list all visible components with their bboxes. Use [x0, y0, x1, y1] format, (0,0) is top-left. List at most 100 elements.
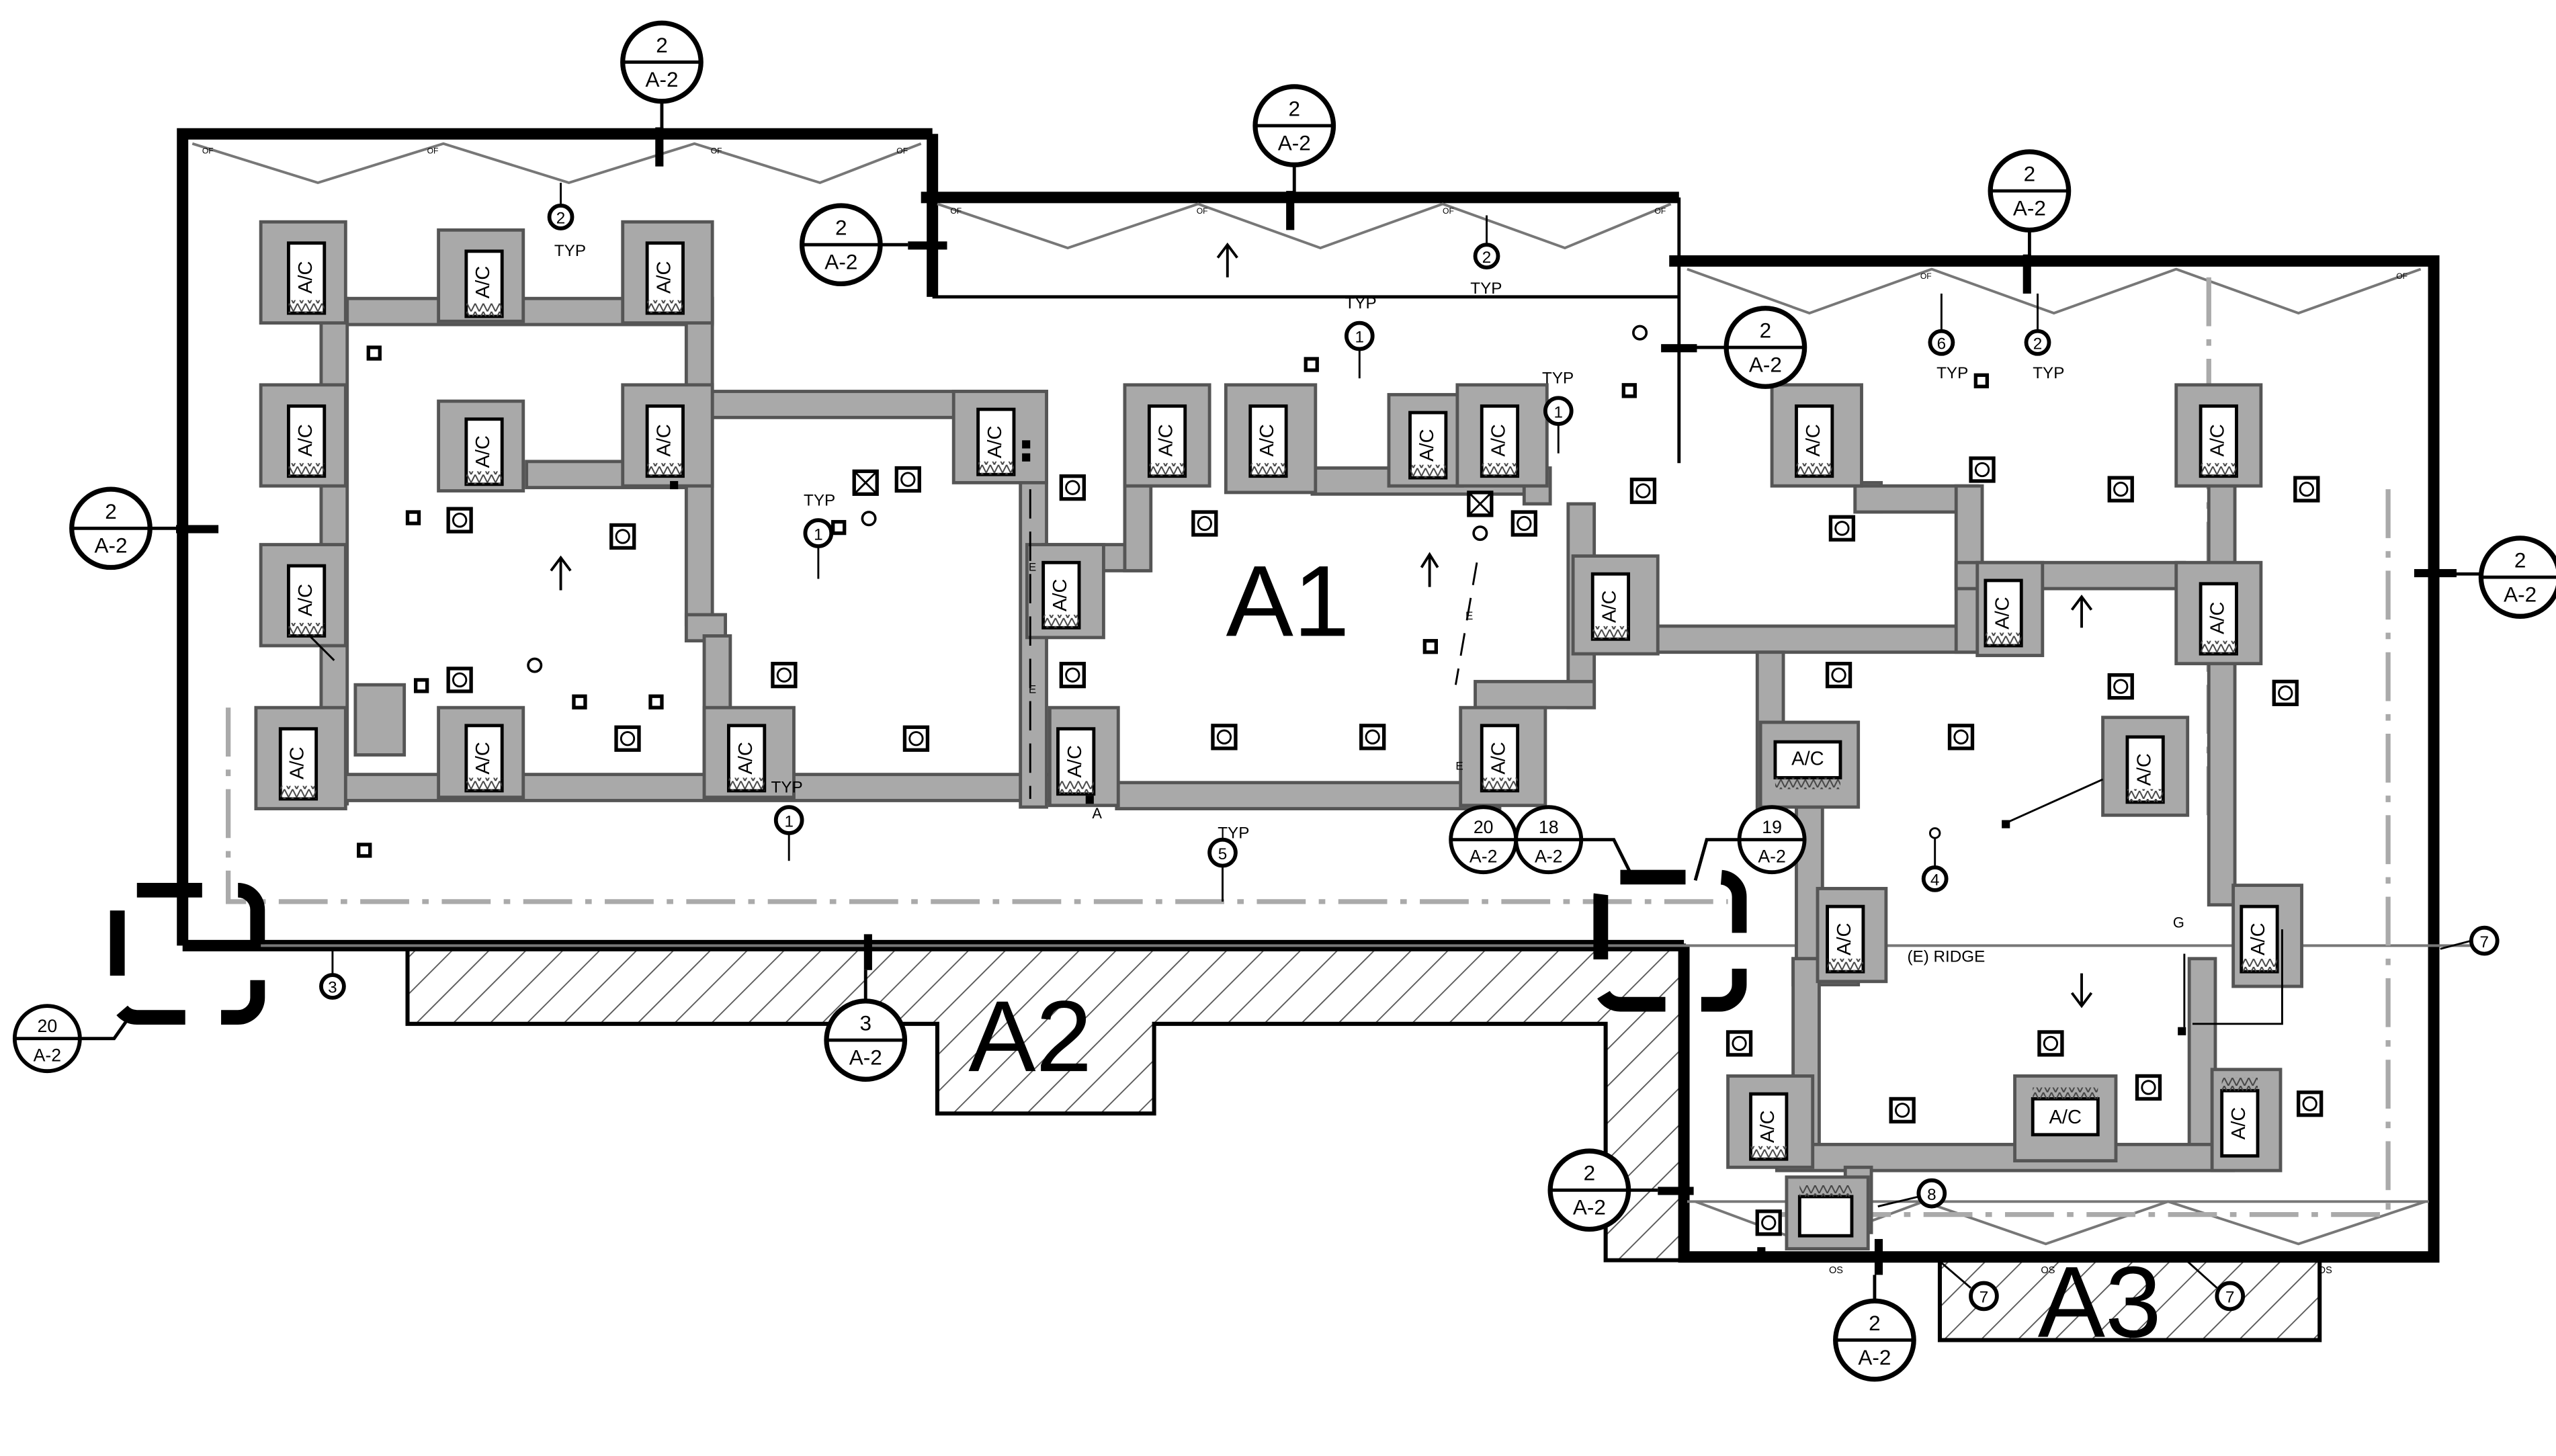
- ac-label: A/C: [2248, 923, 2269, 955]
- section-bubble-num: 2: [105, 499, 117, 523]
- ac-unit: A/C: [1455, 383, 1549, 488]
- vent: [614, 725, 641, 752]
- vent: [1510, 510, 1537, 537]
- svg-text:2: 2: [2033, 335, 2043, 353]
- keynote: 1: [803, 518, 834, 579]
- vent: [852, 469, 879, 497]
- section-bubble: 2 A-2: [69, 486, 177, 570]
- svg-text:A: A: [1092, 805, 1102, 822]
- svg-text:7: 7: [1979, 1289, 1989, 1307]
- detail-bubble-sheet: A-2: [1535, 847, 1563, 867]
- section-bubble-num: 2: [656, 33, 668, 57]
- svg-text:OF: OF: [1197, 206, 1208, 216]
- ac-unit: A/C: [621, 383, 714, 488]
- ac-label: A/C: [295, 584, 316, 617]
- detail-bubble-num: 20: [38, 1016, 58, 1036]
- ac-unit: A/C: [2174, 383, 2263, 488]
- ac-unit: A/C: [1123, 383, 1211, 488]
- ac-label: A/C: [654, 261, 675, 294]
- section-bubble-num: 2: [1869, 1311, 1881, 1335]
- vent: [1825, 662, 1852, 689]
- detail-bubble: 20 A-2: [12, 1004, 135, 1074]
- ac-unit: A/C: [2174, 560, 2263, 666]
- ac-label: A/C: [2207, 601, 2229, 634]
- vent: [2107, 673, 2134, 700]
- ac-label: A/C: [1488, 742, 1510, 775]
- section-bubble-sheet: A-2: [2504, 582, 2537, 606]
- svg-text:1: 1: [784, 812, 794, 830]
- svg-text:TYP: TYP: [2033, 364, 2064, 382]
- svg-text:TYP: TYP: [771, 778, 803, 796]
- ac-label: A/C: [1834, 923, 1855, 955]
- svg-text:7: 7: [2225, 1289, 2235, 1307]
- ac-unit: A/C: [2013, 1074, 2118, 1163]
- vent: [1969, 456, 1996, 483]
- ac-unit-small: [1785, 1175, 1870, 1251]
- keynote: 5: [1207, 837, 1238, 902]
- ac-label: A/C: [1803, 424, 1824, 457]
- ac-label: A/C: [1256, 424, 1278, 457]
- vent: [894, 466, 921, 493]
- ac-unit: A/C: [1224, 383, 1318, 495]
- ac-unit: A/C: [951, 390, 1048, 484]
- building-outline: [177, 128, 2478, 1263]
- detail-bubble-sheet: A-2: [34, 1045, 62, 1066]
- svg-text:TYP: TYP: [1218, 824, 1249, 842]
- svg-text:TYP: TYP: [1345, 294, 1376, 312]
- ac-label: A/C: [287, 746, 308, 779]
- ac-label: A/C: [984, 425, 1006, 458]
- section-bubble-sheet: A-2: [1858, 1345, 1891, 1369]
- svg-text:OF: OF: [1920, 271, 1932, 281]
- section-bubble-num: 2: [1760, 318, 1772, 342]
- svg-text:OF: OF: [427, 146, 439, 155]
- section-bubble-num: 2: [2024, 162, 2036, 186]
- vent: [1191, 510, 1218, 537]
- ac-unit: A/C: [702, 705, 796, 800]
- ac-unit: A/C: [2210, 1068, 2283, 1172]
- section-bubble-sheet: A-2: [94, 533, 127, 558]
- keynote: 7: [2440, 925, 2500, 956]
- ac-label: A/C: [1992, 597, 2013, 630]
- ac-label: A/C: [472, 742, 494, 775]
- vent: [902, 725, 930, 752]
- vent: [2107, 476, 2134, 503]
- section-bubble-sheet: A-2: [645, 67, 678, 91]
- ac-label: A/C: [1757, 1110, 1779, 1143]
- detail-bubble-sheet: A-2: [1469, 847, 1498, 867]
- ac-unit: A/C: [2101, 716, 2190, 817]
- svg-text:OF: OF: [202, 146, 214, 155]
- section-bubble-num: 3: [859, 1011, 871, 1035]
- vent: [1211, 724, 1238, 751]
- section-bubble-num: 2: [1584, 1161, 1596, 1185]
- ac-unit: A/C: [437, 399, 525, 493]
- svg-text:E: E: [1029, 560, 1036, 573]
- vent: [609, 523, 636, 550]
- ac-label: A/C: [1488, 424, 1510, 457]
- vent: [446, 507, 473, 533]
- section-bubble: 2 A-2: [1252, 84, 1336, 198]
- keynote: 3: [319, 949, 346, 1000]
- typ-labels: TYP TYP TYP TYP TYP TYP TYP TYP TYP: [554, 242, 2065, 842]
- detail-bubble-num: 19: [1762, 817, 1782, 837]
- keynote-markers: 2 2 2 6 1 1 1 1 3 4 5 7 7 7 8: [319, 182, 2500, 1312]
- svg-text:TYP: TYP: [1542, 369, 1574, 387]
- conduit-lines: [308, 489, 2283, 1027]
- ac-unit: A/C: [1770, 383, 1863, 488]
- section-bubble: 2 A-2: [799, 203, 908, 287]
- svg-text:8: 8: [1927, 1186, 1936, 1204]
- ac-unit: A/C: [437, 228, 525, 323]
- svg-text:OS: OS: [2041, 1265, 2055, 1276]
- svg-text:OF: OF: [711, 146, 722, 155]
- svg-text:OF: OF: [1443, 206, 1454, 216]
- ac-label: A/C: [472, 266, 494, 299]
- svg-text:1: 1: [814, 525, 823, 544]
- area-label-a3: A3: [2038, 1246, 2162, 1359]
- section-bubble-sheet: A-2: [824, 250, 857, 274]
- detail-callout-box: [110, 882, 265, 1025]
- svg-text:OF: OF: [2396, 271, 2408, 281]
- detail-bubble-sheet: A-2: [1758, 847, 1786, 867]
- svg-text:7: 7: [2480, 933, 2489, 951]
- section-bubble: 2 A-2: [1833, 1275, 1916, 1382]
- section-bubble-num: 2: [835, 216, 847, 240]
- ac-label: A/C: [1064, 745, 1086, 778]
